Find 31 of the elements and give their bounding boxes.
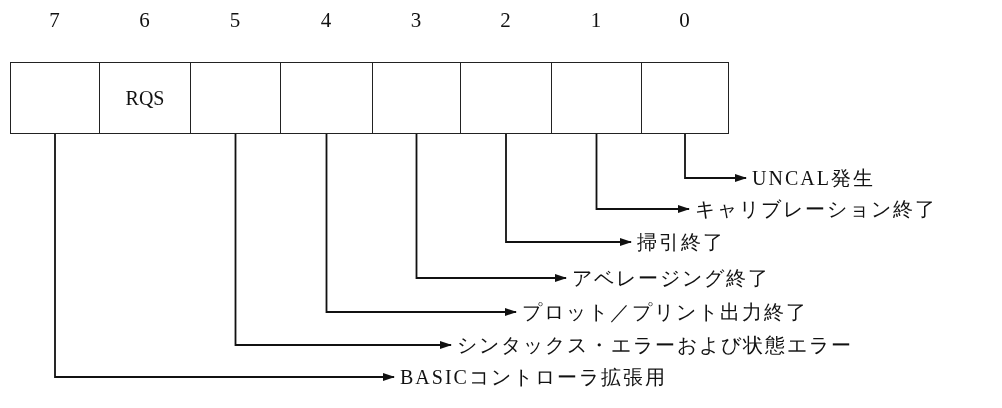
register-bit-cell [10, 62, 100, 134]
bit-name: RQS [125, 86, 165, 110]
arrow [54, 133, 395, 381]
arrow [415, 133, 567, 282]
bit-description: BASICコントローラ拡張用 [400, 365, 667, 389]
bit-description: プロット／プリント出力終了 [522, 300, 808, 324]
arrow [505, 133, 632, 246]
bit-number: 4 [319, 8, 333, 33]
bit-number: 3 [409, 8, 423, 33]
bit-number: 7 [48, 8, 61, 33]
bit-number: 2 [499, 8, 512, 33]
bit-number: 0 [678, 8, 691, 33]
register-bit-cell [551, 62, 642, 134]
arrow [234, 133, 452, 349]
bit-description: シンタックス・エラーおよび状態エラー [457, 333, 853, 357]
register-bit-cell [280, 62, 373, 134]
register-bit-cell [641, 62, 729, 134]
register-bit-cell [460, 62, 552, 134]
bit-number: 1 [589, 8, 603, 33]
bit-description: UNCAL発生 [752, 166, 875, 190]
arrow [684, 133, 747, 182]
bit-number: 6 [138, 8, 151, 33]
bit-description: アベレージング終了 [572, 266, 770, 290]
arrow [325, 133, 517, 316]
bit-description: 掃引終了 [637, 230, 725, 254]
bit-number: 5 [228, 8, 242, 33]
register-bit-cell [99, 62, 191, 134]
register-bit-cell [190, 62, 281, 134]
bit-description: キャリブレーション終了 [695, 197, 937, 221]
arrow [595, 133, 690, 213]
register-bit-cell [372, 62, 461, 134]
